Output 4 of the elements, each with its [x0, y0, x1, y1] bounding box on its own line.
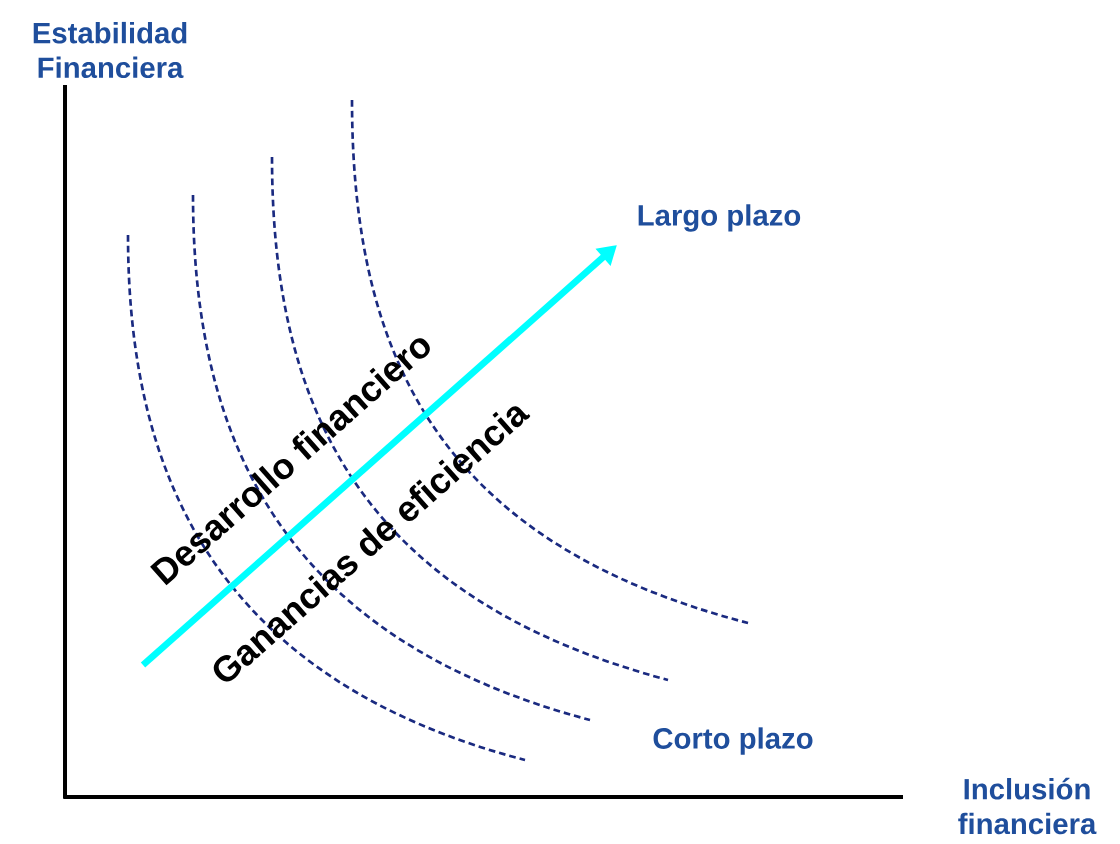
axis-label: Inclusión financiera — [958, 777, 1097, 835]
axis-label: Estabilidad Financiera — [33, 21, 187, 79]
curve-label: Largo plazo — [638, 204, 801, 232]
curve-label: Corto plazo — [653, 727, 813, 755]
